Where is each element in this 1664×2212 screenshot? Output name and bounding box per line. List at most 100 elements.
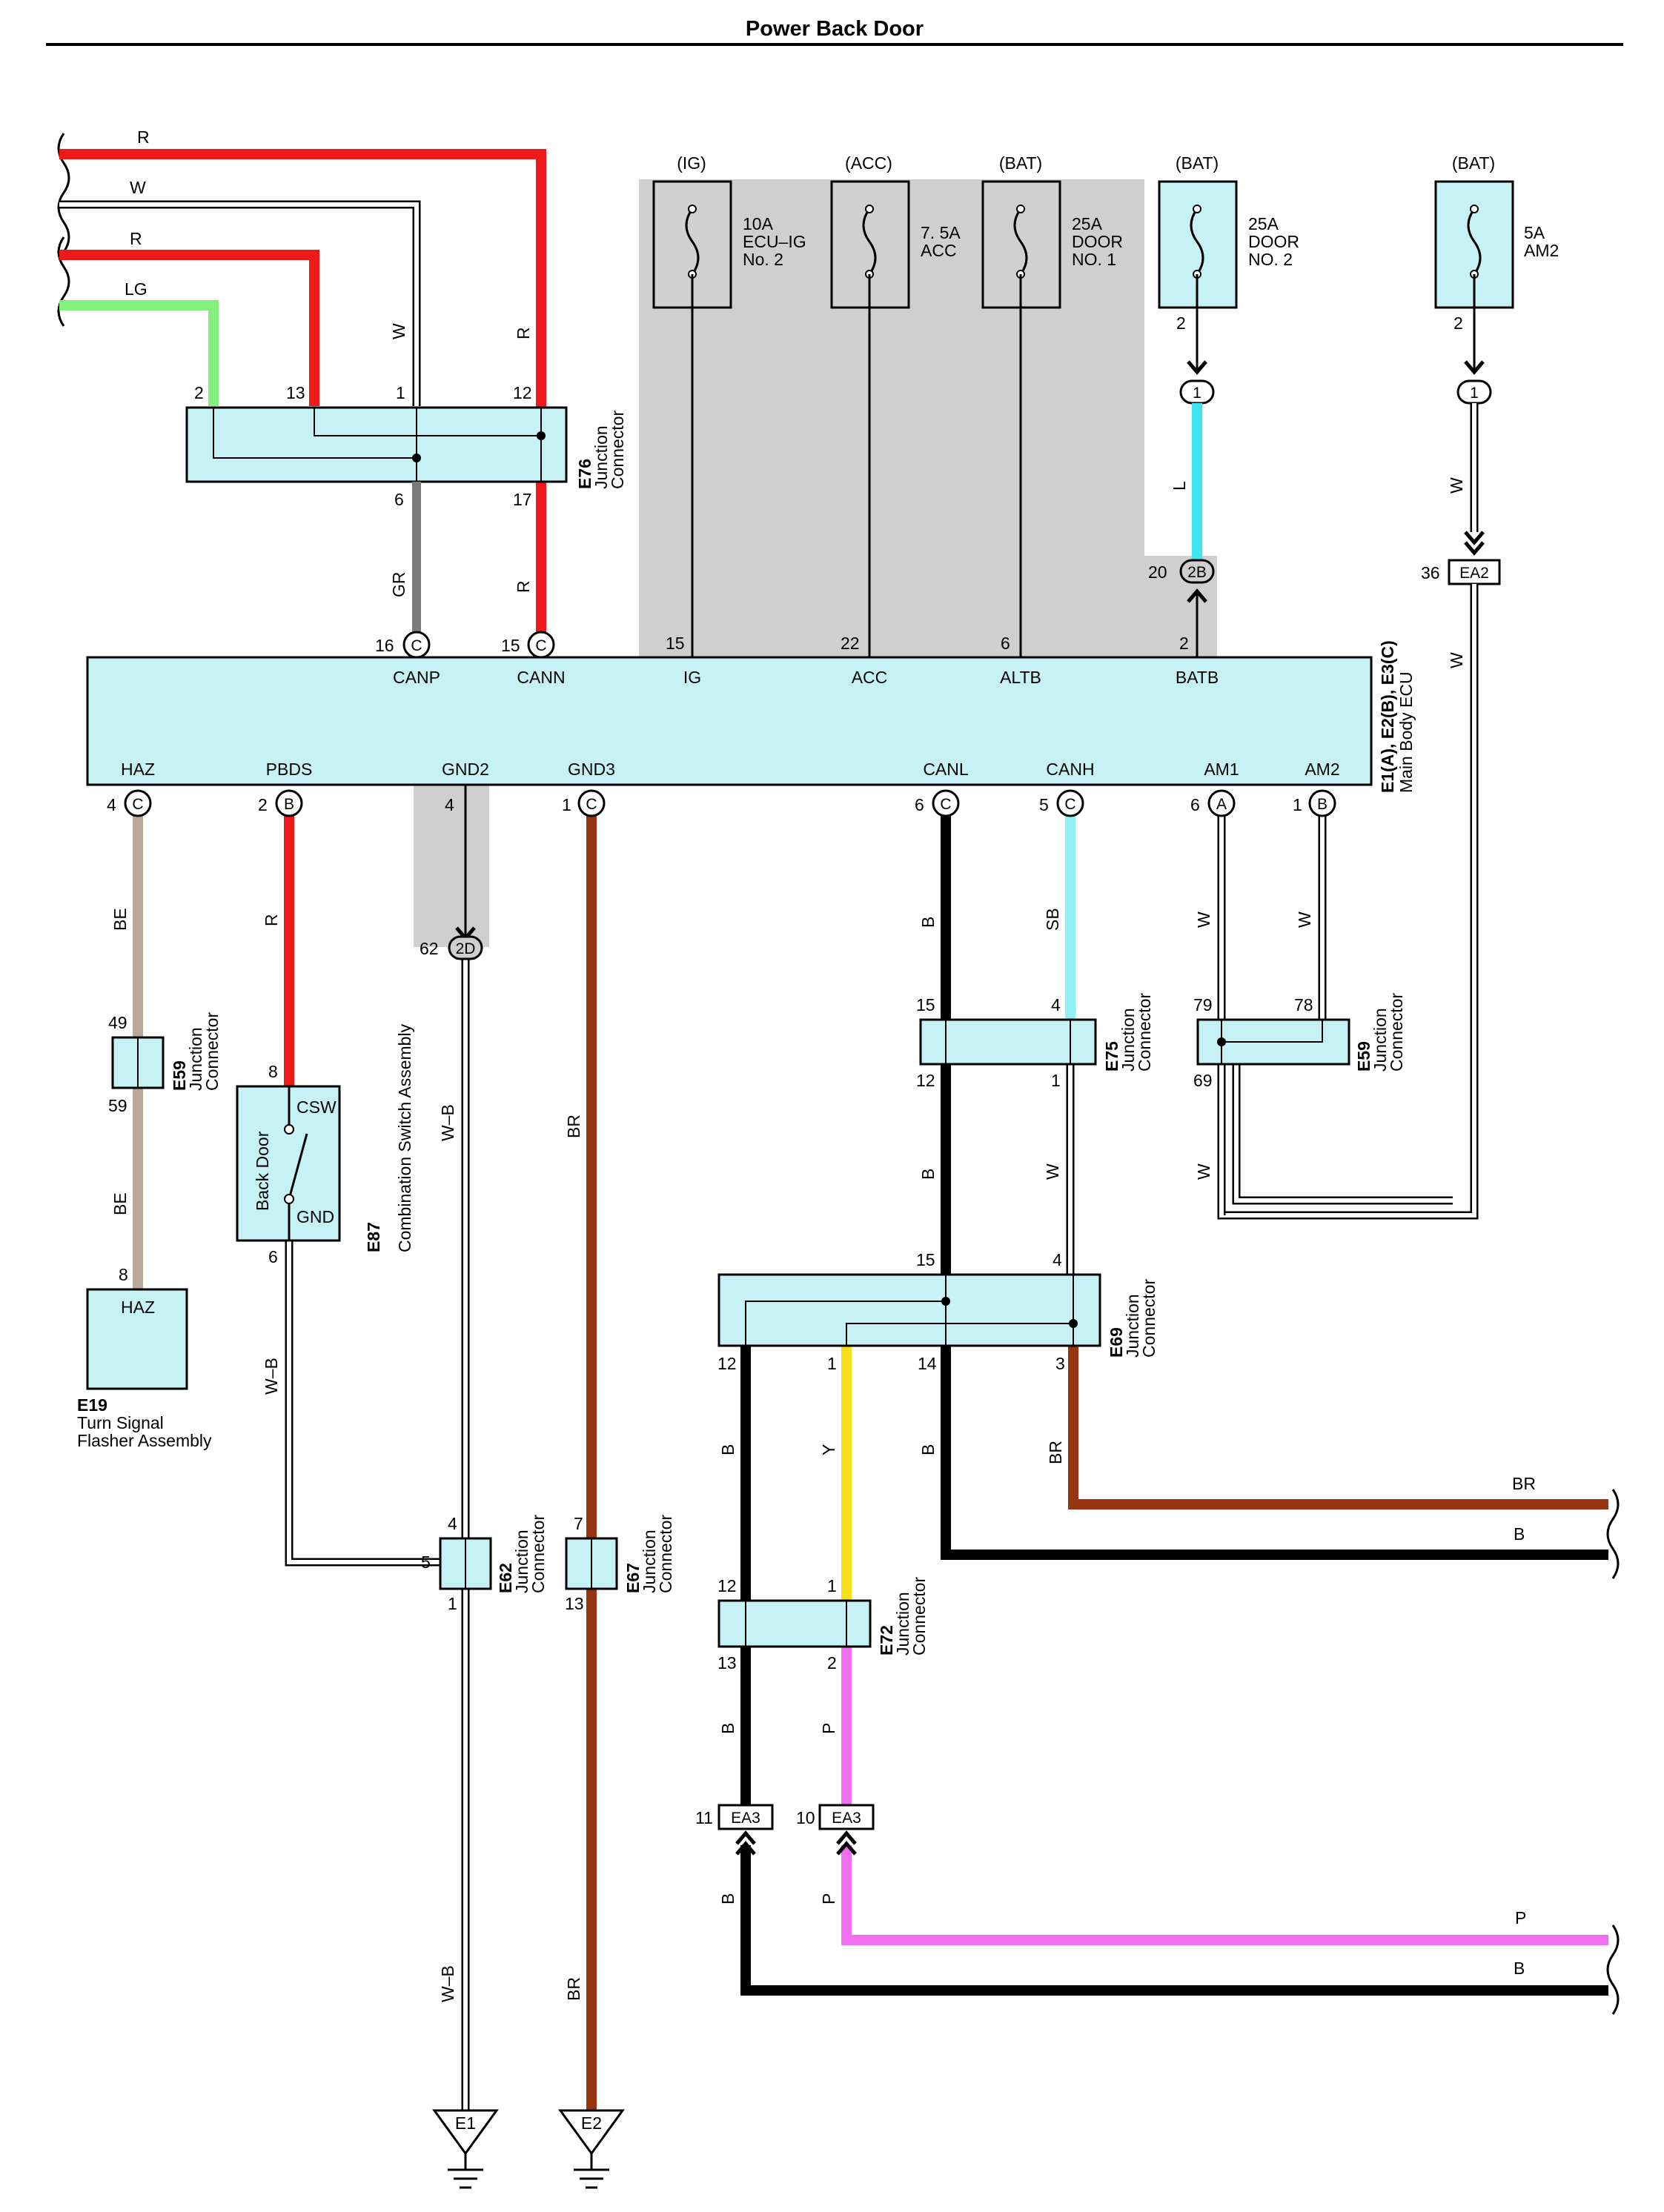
connector-2d-label: 2D	[456, 940, 476, 957]
connector-ea2-label: EA2	[1459, 565, 1489, 582]
wire-w-top-fill	[59, 202, 419, 406]
fuse-3-no: NO. 1	[1072, 250, 1116, 269]
wire-l-label: L	[1170, 481, 1189, 491]
wire-r-vlabel: R	[514, 327, 533, 339]
wire-w-top-label: W	[130, 178, 146, 197]
wire-br-e69-label: BR	[1046, 1441, 1065, 1464]
wire-wb-e87-fill	[287, 1240, 449, 1564]
ecu-pin-canp-letter: C	[411, 637, 422, 654]
ecu-pin-haz-conn	[124, 789, 152, 817]
ecu-pin-canp-conn	[402, 631, 431, 659]
e59-left-pin-49: 49	[108, 1013, 127, 1032]
wire-b-e69b-label: B	[918, 1444, 938, 1455]
e75-name-2: Connector	[1135, 993, 1154, 1072]
ecu-pin-cann-conn	[527, 631, 555, 659]
wire-lg	[59, 300, 219, 406]
ecu-pin-canl-conn	[932, 789, 960, 817]
fuse-5-source: (BAT)	[1452, 153, 1495, 173]
e76-pin-12: 12	[513, 383, 532, 402]
connector-ea3-a-pin: 11	[695, 1808, 713, 1827]
ecu-name: Main Body ECU	[1396, 671, 1416, 793]
e19-name-1: Turn Signal	[77, 1413, 164, 1432]
e72-code: E72	[877, 1625, 896, 1655]
fuse-1-symbol	[685, 208, 700, 275]
ecu-term-ig: IG	[683, 668, 701, 687]
e69-pin-15: 15	[916, 1250, 935, 1269]
e75-pin-15: 15	[916, 995, 935, 1014]
e59-right-name-1: Junction	[1370, 1008, 1390, 1072]
fuse-3-source: (BAT)	[999, 153, 1042, 173]
e76-name-1: Junction	[591, 425, 611, 489]
fuse-2-source: (ACC)	[845, 153, 892, 173]
e72-name-1: Junction	[893, 1592, 912, 1655]
fuse-5-connector-arrow	[1464, 360, 1485, 375]
ecu-pin-canh-num: 5	[1039, 795, 1049, 814]
wire-p-e72-label: P	[819, 1723, 838, 1734]
e87-gnd-label: GND	[296, 1207, 334, 1226]
e69-pin-14: 14	[918, 1354, 937, 1373]
ecu-pin-15: 15	[666, 634, 685, 653]
gnd2-shade-region	[414, 784, 489, 947]
e87-pin-6: 6	[268, 1247, 278, 1266]
ecu-code: E1(A), E2(B), E3(C)	[1378, 640, 1397, 793]
e76-pin-17: 17	[513, 490, 532, 509]
e72-pin-2: 2	[827, 1653, 837, 1673]
wire-w-e59-out	[1232, 1064, 1453, 1205]
e59-right-splice-dot	[1217, 1037, 1226, 1046]
fuse-2-symbol	[862, 208, 877, 275]
wire-w-am2-label: W	[1295, 911, 1314, 928]
ecu-pin-am1-conn	[1207, 789, 1236, 817]
wire-p-ea3	[841, 1845, 1608, 1945]
e76-internal-wiring	[213, 408, 542, 482]
ecu-pin-am2-num: 1	[1293, 795, 1302, 814]
e87-code: E87	[364, 1222, 383, 1252]
connector-ea3-a-arrow	[735, 1830, 756, 1856]
e76-name-2: Connector	[608, 411, 627, 489]
wire-b-e69a-label: B	[718, 1444, 737, 1455]
ecu-term-am1: AM1	[1204, 760, 1239, 779]
e19-turn-signal-flasher	[86, 1288, 188, 1390]
wire-r-second-label: R	[130, 229, 142, 248]
fuse-5-name: AM2	[1524, 241, 1559, 260]
fuse-5-rating: 5A	[1524, 223, 1545, 242]
wire-br-e69-3	[1068, 1346, 1608, 1509]
connector-2b-pin: 20	[1148, 562, 1167, 582]
e76-pin-1: 1	[396, 383, 405, 402]
e67-name-1: Junction	[640, 1530, 659, 1593]
e76-pin-2: 2	[194, 383, 204, 402]
ecu-pin-am2-letter: B	[1317, 796, 1327, 813]
e69-internal-wiring	[745, 1275, 1074, 1346]
connector-ea3-b-arrow	[836, 1830, 857, 1856]
fuse-1-source: (IG)	[677, 153, 706, 173]
fuse-4-no: NO. 2	[1248, 250, 1293, 269]
connector-ea3-b	[818, 1804, 875, 1830]
wire-break-left-bottom	[57, 236, 70, 327]
e69-splice-dot-1	[941, 1297, 950, 1306]
wire-wb-e87	[285, 1240, 449, 1567]
e59-right-pin-69: 69	[1193, 1071, 1213, 1090]
ecu-pin-22: 22	[841, 634, 860, 653]
e75-pin-4: 4	[1051, 995, 1061, 1014]
connector-ea3-b-pin: 10	[796, 1808, 815, 1827]
ecu-pin-16: 16	[375, 636, 394, 655]
e75-code: E75	[1102, 1041, 1121, 1072]
ecu-pin-pbds-letter: B	[284, 796, 294, 813]
e72-pin-13: 13	[717, 1653, 737, 1673]
e67-pin-13: 13	[565, 1594, 584, 1613]
e67-code: E67	[623, 1563, 643, 1593]
fuse-door-no2: (BAT) 25A DOOR NO. 2	[1158, 153, 1299, 309]
e59-right-pin-78: 78	[1294, 995, 1313, 1014]
ecu-pin-am2-conn	[1308, 789, 1336, 817]
wire-b-out2-label: B	[1514, 1959, 1525, 1978]
ground-e1-symbol	[448, 2153, 483, 2189]
fuse-4-symbol	[1190, 208, 1204, 275]
ecu-pin-canh-conn	[1056, 789, 1084, 817]
e19-haz-label: HAZ	[121, 1298, 155, 1317]
wire-b-e72-label: B	[718, 1723, 737, 1734]
e59-left-code: E59	[170, 1060, 189, 1091]
fuse-1-rating: 10A	[743, 214, 774, 233]
fuse-3-rating: 25A	[1072, 214, 1103, 233]
ecu-term-canp: CANP	[393, 668, 440, 687]
ecu-term-canl: CANL	[923, 760, 969, 779]
e87-switch-contact-top	[284, 1124, 294, 1135]
